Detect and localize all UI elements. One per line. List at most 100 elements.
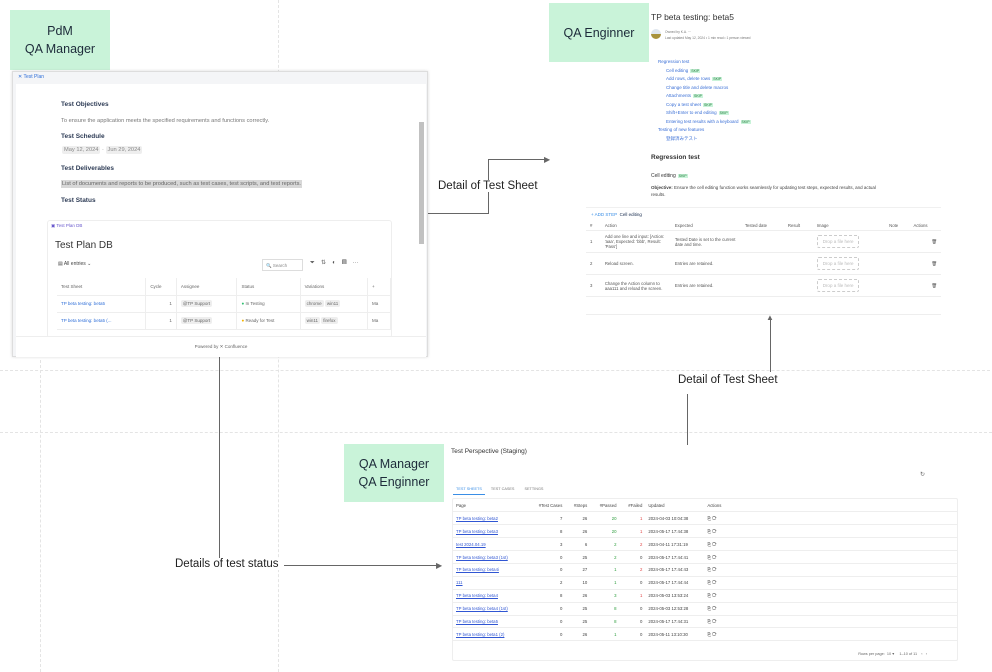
perspective-title: Test Perspective (Staging): [451, 448, 527, 455]
page-link[interactable]: TP beta testing: beta4 (1st): [456, 606, 508, 612]
tab-settings[interactable]: SETTINGS: [524, 487, 544, 491]
sheet-title: TP beta testing: beta5: [651, 12, 735, 22]
file-drop-zone[interactable]: Drop a file here: [816, 279, 860, 292]
tab-test-plan[interactable]: ✕ Test Plan: [13, 72, 427, 83]
updated: 2024-05-03 13:53:24: [645, 589, 705, 603]
tested-date[interactable]: [740, 230, 784, 253]
step-action[interactable]: Reload screen.: [600, 252, 671, 275]
sync-icon[interactable]: ⟳: [711, 593, 717, 599]
delete-icon[interactable]: 🗑: [909, 252, 941, 275]
sync-icon[interactable]: ⟳: [711, 618, 717, 624]
copy-icon[interactable]: ⎘: [707, 554, 711, 560]
col-header: Note: [885, 221, 910, 231]
add-step-button[interactable]: + ADD STEP: [591, 212, 618, 217]
page-link[interactable]: TP beta testing: beta4i: [456, 567, 499, 573]
copy-icon[interactable]: ⎘: [707, 567, 711, 573]
step-number: 2: [586, 252, 601, 275]
sync-icon[interactable]: ⟳: [711, 606, 717, 612]
step-action[interactable]: Change the Action column to aaa111 and r…: [600, 274, 671, 297]
assignee: @TP Support: [180, 300, 213, 307]
page-link[interactable]: TP beta testing: beta4: [456, 593, 498, 599]
add-column-button[interactable]: +: [367, 278, 392, 296]
sync-icon[interactable]: ⟳: [711, 515, 717, 521]
tab-test-sheets[interactable]: TEST SHEETS: [453, 487, 485, 495]
sync-icon[interactable]: ⟳: [711, 554, 717, 560]
file-drop-zone[interactable]: Drop a file here: [816, 257, 860, 270]
page-link[interactable]: TP beta testing: beta5: [456, 618, 498, 624]
sheet-link[interactable]: TP beta testing: beta5 (...: [57, 312, 147, 330]
copy-icon[interactable]: ⎘: [707, 515, 711, 521]
result[interactable]: [783, 230, 813, 253]
page-link[interactable]: TP beta testing: beta3: [456, 528, 498, 534]
next-page-icon[interactable]: ›: [925, 652, 927, 656]
delete-icon[interactable]: 🗑: [909, 230, 941, 253]
delete-icon[interactable]: 🗑: [909, 274, 941, 297]
start-date[interactable]: May 12, 2024: [62, 146, 101, 154]
end-date[interactable]: Jun 29, 2024: [105, 146, 143, 154]
search-input[interactable]: 🔍 Search: [262, 259, 303, 271]
sync-icon[interactable]: ⟳: [711, 541, 717, 547]
toc-label: Cell editing: [666, 67, 689, 73]
sheet-link[interactable]: TP beta testing: beta5: [57, 295, 147, 313]
tested-date[interactable]: [740, 274, 784, 297]
copy-icon[interactable]: ⎘: [707, 580, 711, 586]
toc-item[interactable]: Regression test: [658, 58, 751, 67]
sync-icon[interactable]: ⟳: [711, 567, 717, 573]
copy-icon[interactable]: ⎘: [707, 528, 711, 534]
prev-page-icon[interactable]: ‹: [921, 652, 923, 656]
step-expected[interactable]: Entries are retained.: [670, 252, 741, 275]
tabs: TEST SHEETS TEST CASES SETTINGS: [453, 487, 547, 495]
sync-icon[interactable]: ⟳: [711, 631, 717, 637]
page-link[interactable]: test 2024.04.19: [456, 541, 486, 547]
col-header: #Test Cases: [527, 499, 566, 513]
toc-item[interactable]: 登録済みテスト: [658, 135, 751, 144]
page-link[interactable]: TP beta testing: beta3 (1st): [456, 554, 508, 560]
step-expected[interactable]: Tested Date is set to the current date a…: [670, 230, 741, 253]
skip-badge: SKIP: [712, 77, 723, 81]
powered-by: Powered by: [194, 344, 219, 349]
page-link[interactable]: TP beta testing: beta2: [456, 515, 498, 521]
page-link[interactable]: 111: [456, 580, 463, 586]
note[interactable]: [885, 230, 910, 253]
toc-item[interactable]: Testing of new features: [658, 126, 751, 135]
step-action[interactable]: Add one line and input: [Action: 'aaa', …: [600, 230, 671, 253]
col-header: Actions: [704, 499, 731, 513]
note[interactable]: [885, 252, 910, 275]
footer: Powered by ✕ Confluence: [16, 336, 426, 357]
step-expected[interactable]: Entries are retained.: [670, 274, 741, 297]
page-link[interactable]: TP beta testing: beta1 (2): [456, 631, 505, 637]
copy-icon[interactable]: ⎘: [707, 618, 711, 624]
page-content: Test Objectives To ensure the applicatio…: [16, 84, 426, 336]
search-placeholder: Search: [272, 263, 288, 268]
failed: 1: [619, 511, 646, 526]
tested-date[interactable]: [740, 252, 784, 275]
grid-line: [0, 432, 992, 433]
toc-item[interactable]: Change title and delete macros: [658, 84, 751, 93]
scrollbar[interactable]: [419, 122, 424, 244]
failed: 2: [619, 537, 646, 552]
copy-icon[interactable]: ⎘: [707, 631, 711, 637]
copy-icon[interactable]: ⎘: [707, 606, 711, 612]
copy-icon[interactable]: ⎘: [707, 541, 711, 547]
rows-per-page-select[interactable]: 10: [886, 652, 892, 656]
result[interactable]: [783, 274, 813, 297]
toolbar-icons[interactable]: ⏷⇅◐▤⋯: [310, 260, 365, 266]
tab-test-cases[interactable]: TEST CASES: [490, 487, 515, 491]
refresh-icon[interactable]: ↻: [920, 472, 926, 478]
sync-icon[interactable]: ⟳: [711, 580, 717, 586]
result[interactable]: [783, 252, 813, 275]
all-entries-dropdown[interactable]: ▤ All entries ⌄: [58, 261, 92, 267]
sync-icon[interactable]: ⟳: [711, 528, 717, 534]
note[interactable]: [885, 274, 910, 297]
file-drop-zone[interactable]: Drop a file here: [816, 235, 860, 248]
copy-icon[interactable]: ⎘: [707, 593, 711, 599]
